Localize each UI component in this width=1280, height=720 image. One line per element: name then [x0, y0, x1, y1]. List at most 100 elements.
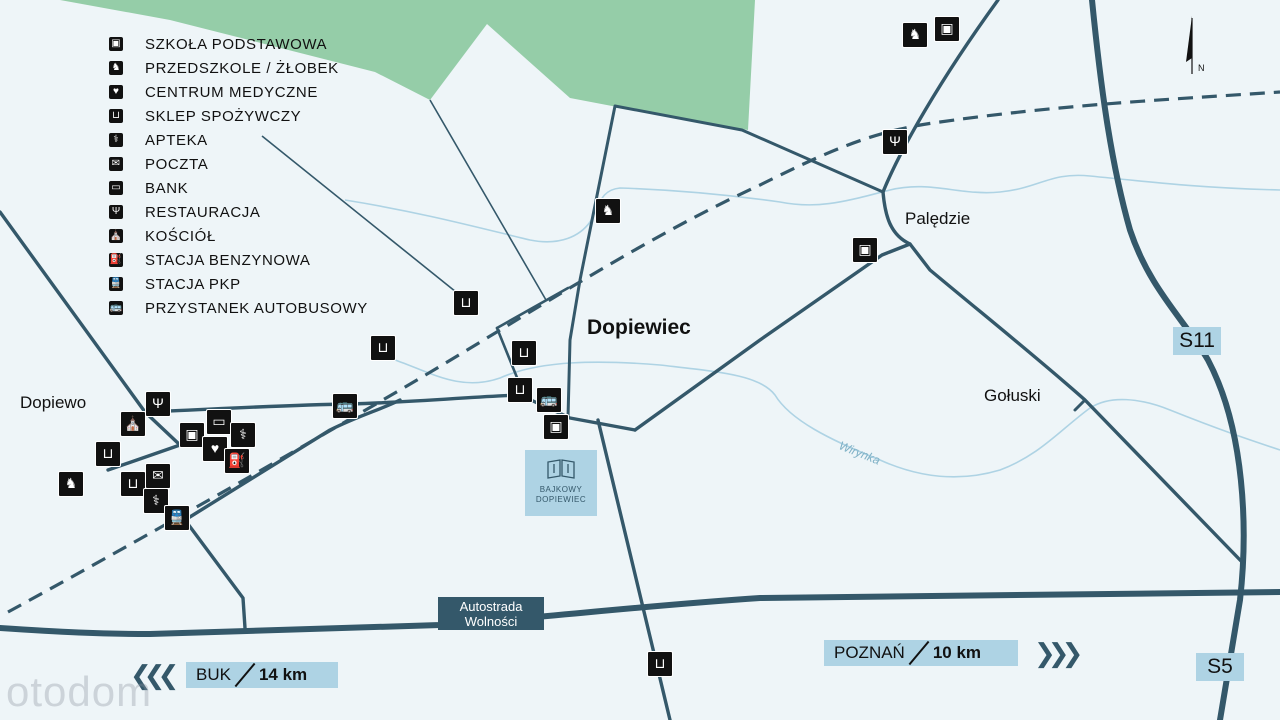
place-dopiewiec: Dopiewiec [587, 316, 691, 339]
pharmacy-icon[interactable]: ⚕ [230, 422, 256, 448]
legend-label: STACJA BENZYNOWA [145, 251, 311, 269]
distance-buk-km: 14 km [258, 665, 308, 684]
road-label-line1: Autostrada [459, 599, 523, 614]
open-book-icon [547, 459, 575, 479]
legend-label: KOŚCIÓŁ [145, 227, 216, 245]
separator-slash [905, 640, 933, 666]
river-north [344, 174, 1280, 243]
rocking-horse-icon[interactable]: ♞ [595, 198, 621, 224]
legend-label: PRZEDSZKOLE / ŻŁOBEK [145, 59, 339, 77]
envelope-icon[interactable]: ✉ [145, 463, 171, 489]
shield-s5: S5 [1196, 653, 1244, 681]
legend-item-train: 🚆 STACJA PKP [109, 272, 368, 296]
road-goluski-link [1073, 398, 1087, 412]
basket-icon[interactable]: ⊔ [120, 471, 146, 497]
basket-icon[interactable]: ⊔ [453, 290, 479, 316]
legend-item-grocery: ⊔ SKLEP SPOŻYWCZY [109, 104, 368, 128]
legend-item-church: ⛪ KOŚCIÓŁ [109, 224, 368, 248]
separator-slash [231, 662, 259, 688]
bus-icon: 🚌 [109, 301, 123, 315]
legend-item-medical: ♥ CENTRUM MEDYCZNE [109, 80, 368, 104]
brand-line1: BAJKOWY [539, 485, 583, 494]
distance-poznan-name: POZNAŃ [834, 643, 905, 662]
rivers [344, 174, 1280, 478]
legend-item-bank: ▭ BANK [109, 176, 368, 200]
north-arrow-icon [1186, 16, 1193, 74]
distance-buk: BUK 14 km [186, 662, 338, 688]
leader-line-2 [429, 99, 547, 301]
road-paledzie-link [633, 242, 1244, 564]
basket-icon[interactable]: ⊔ [647, 651, 673, 677]
legend-item-restaurant: Ψ RESTAURACJA [109, 200, 368, 224]
legend-item-pharmacy: ⚕ APTEKA [109, 128, 368, 152]
legend-item-kindergarten: ♞ PRZEDSZKOLE / ŻŁOBEK [109, 56, 368, 80]
road-south-diagonal [183, 398, 402, 522]
legend-label: APTEKA [145, 131, 208, 149]
road-paledzie-north [881, 0, 1000, 194]
legend-item-post: ✉ POCZTA [109, 152, 368, 176]
distance-poznan: POZNAŃ 10 km [824, 640, 1018, 666]
school-icon[interactable]: ▣ [852, 237, 878, 263]
heart-pulse-icon: ♥ [109, 85, 123, 99]
fork-knife-icon[interactable]: Ψ [882, 129, 908, 155]
bus-icon[interactable]: 🚌 [332, 393, 358, 419]
school-icon[interactable]: ▣ [543, 414, 569, 440]
rocking-horse-icon[interactable]: ♞ [902, 22, 928, 48]
legend-label: RESTAURACJA [145, 203, 261, 221]
place-goluski: Gołuski [984, 386, 1041, 405]
highway-s11-s5 [1089, 0, 1247, 720]
school-icon[interactable]: ▣ [934, 16, 960, 42]
river-wirynka [394, 359, 1280, 478]
chevron-right-icon: ❯❯❯ [1034, 638, 1083, 668]
place-dopiewo: Dopiewo [20, 393, 87, 412]
forest-area [60, 0, 755, 130]
brand-line2: DOPIEWIEC [535, 495, 587, 504]
brand-marker[interactable]: BAJKOWY DOPIEWIEC [525, 450, 597, 516]
bank-card-icon[interactable]: ▭ [206, 409, 232, 435]
road-label-autostrada: Autostrada Wolności [438, 597, 544, 630]
church-icon[interactable]: ⛪ [120, 411, 146, 437]
legend-item-fuel: ⛽ STACJA BENZYNOWA [109, 248, 368, 272]
church-icon: ⛪ [109, 229, 123, 243]
basket-icon[interactable]: ⊔ [95, 441, 121, 467]
bank-card-icon: ▭ [109, 181, 123, 195]
legend-label: SZKOŁA PODSTAWOWA [145, 35, 328, 53]
railway-line [7, 90, 1280, 614]
legend-item-bus: 🚌 PRZYSTANEK AUTOBUSOWY [109, 296, 368, 320]
heart-pulse-icon[interactable]: ♥ [202, 436, 228, 462]
fuel-pump-icon[interactable]: ⛽ [224, 448, 250, 474]
leader-lines [261, 99, 547, 301]
legend-label: STACJA PKP [145, 275, 241, 293]
leader-line-1 [261, 135, 467, 301]
train-icon[interactable]: 🚆 [164, 505, 190, 531]
basket-icon[interactable]: ⊔ [370, 335, 396, 361]
road-label-line2: Wolności [464, 614, 518, 629]
road-south-spur [183, 518, 247, 630]
basket-icon[interactable]: ⊔ [507, 377, 533, 403]
road-dopiewiec-connector [495, 286, 570, 330]
rocking-horse-icon[interactable]: ♞ [58, 471, 84, 497]
distance-buk-name: BUK [196, 665, 231, 684]
train-icon: 🚆 [109, 277, 123, 291]
legend-label: BANK [145, 179, 189, 197]
school-icon[interactable]: ▣ [179, 422, 205, 448]
watermark: otodom [6, 668, 153, 715]
pharmacy-icon: ⚕ [109, 133, 123, 147]
legend-label: CENTRUM MEDYCZNE [145, 83, 318, 101]
road-west-diagonal [0, 210, 182, 472]
legend-label: SKLEP SPOŻYWCZY [145, 107, 302, 125]
legend-label: POCZTA [145, 155, 209, 173]
legend-label: PRZYSTANEK AUTOBUSOWY [145, 299, 368, 317]
legend-item-school: ▣ SZKOŁA PODSTAWOWA [109, 32, 368, 56]
road-paledzie-south [881, 190, 912, 246]
place-paledzie: Palędzie [905, 209, 971, 228]
fuel-pump-icon: ⛽ [109, 253, 123, 267]
basket-icon[interactable]: ⊔ [511, 340, 537, 366]
fork-knife-icon[interactable]: Ψ [145, 391, 171, 417]
road-dopiewiec-north [566, 104, 885, 420]
basket-icon: ⊔ [109, 109, 123, 123]
north-label: N [1198, 63, 1205, 73]
road-dopiewiec-connector-2 [495, 326, 522, 387]
bus-icon[interactable]: 🚌 [536, 387, 562, 413]
school-icon: ▣ [109, 37, 123, 51]
